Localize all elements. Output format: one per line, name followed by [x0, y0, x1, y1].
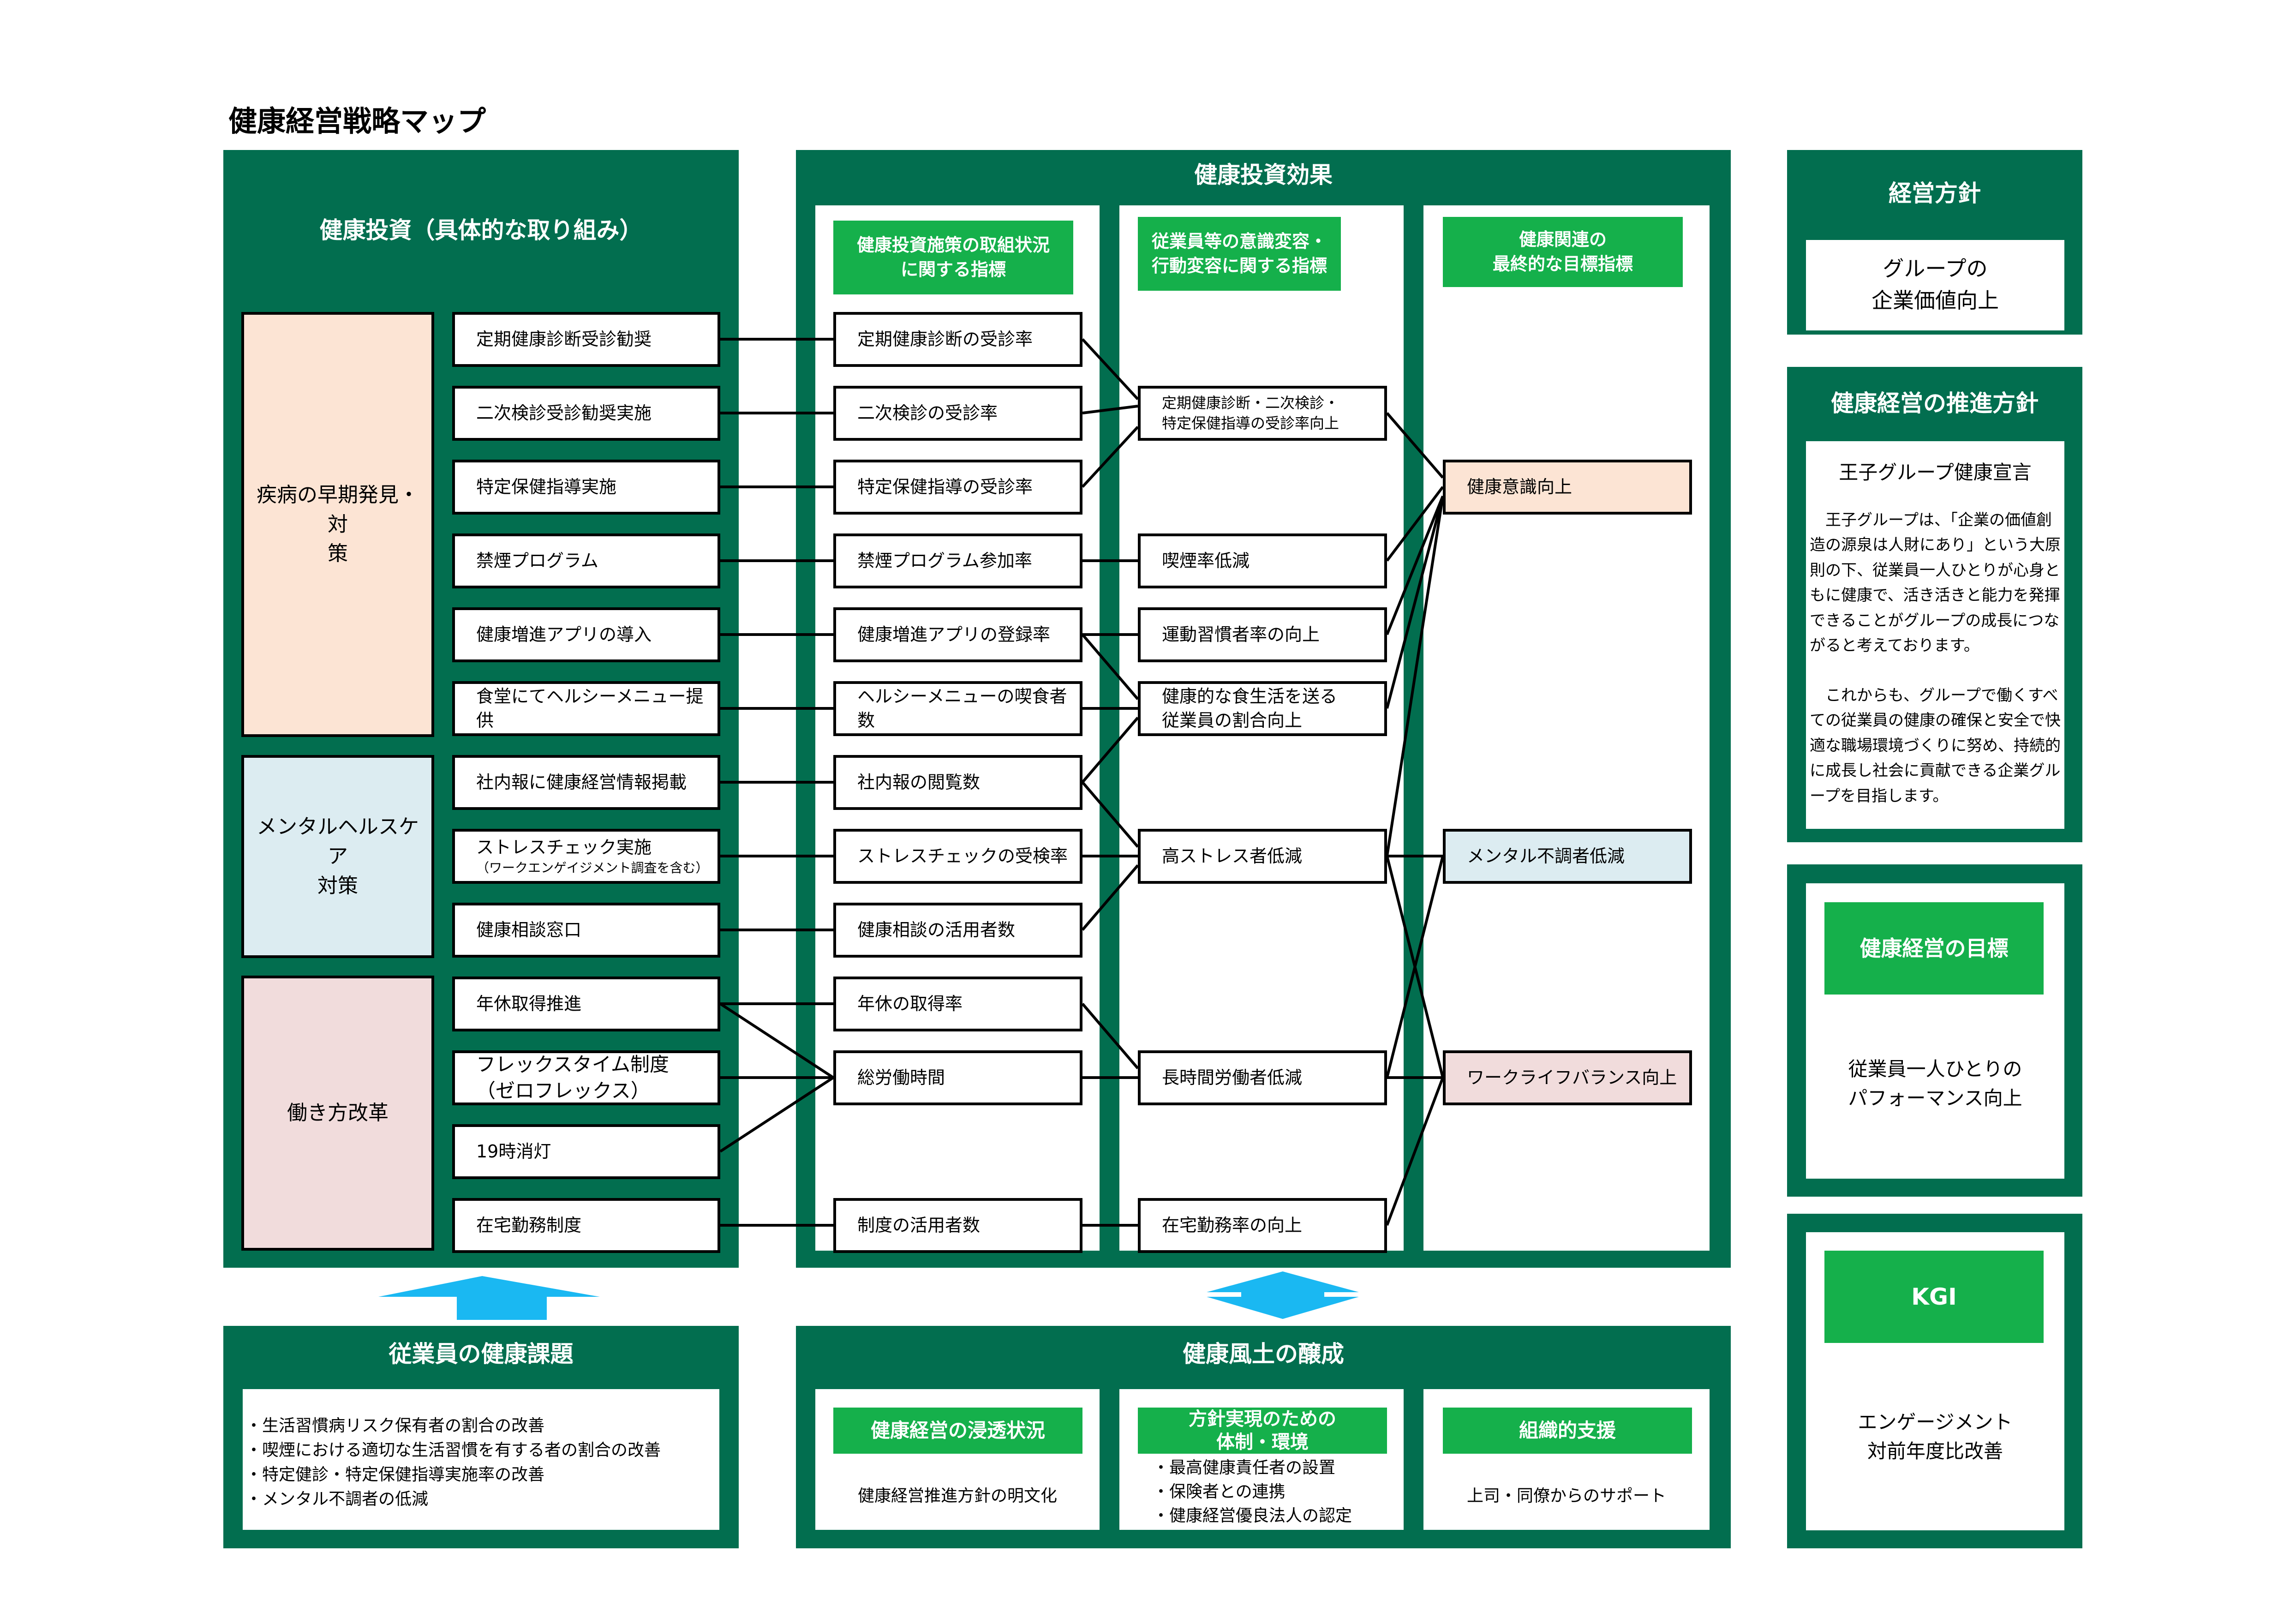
- indicator-item: 二次検診の受診率: [833, 386, 1082, 441]
- category-mental: メンタルヘルスケア 対策: [241, 755, 434, 958]
- item-sublabel: （ワークエンゲイジメント調査を含む）: [476, 860, 709, 876]
- indicator-item: 特定保健指導の受診率: [833, 460, 1082, 515]
- indicator-item: 年休の取得率: [833, 977, 1082, 1031]
- behavior-item: 喫煙率低減: [1138, 533, 1387, 588]
- goal-item: メンタル不調者低減: [1443, 829, 1692, 884]
- indicator-item: 社内報の閲覧数: [833, 755, 1082, 810]
- up-arrow-shape: [378, 1276, 600, 1320]
- effects-header: 健康投資効果: [1194, 162, 1333, 189]
- kgi-text: エンゲージメント 対前年度比改善: [1858, 1411, 2013, 1462]
- declaration-paragraph: 王子グループは、「企業の価値創造の源泉は人財にあり」という大原則の下、従業員一人…: [1810, 511, 2061, 655]
- behavior-item: 定期健康診断・二次検診・ 特定保健指導の受診率向上: [1138, 386, 1387, 441]
- culture-col-title: 健康経営の浸透状況: [833, 1408, 1082, 1454]
- indicator-item: 定期健康診断の受診率: [833, 312, 1082, 367]
- declaration-title: 王子グループ健康宣言: [1839, 461, 2032, 484]
- indicator-item: 総労働時間: [833, 1050, 1082, 1105]
- goal-item: 健康意識向上: [1443, 460, 1692, 515]
- promotion-header: 健康経営の推進方針: [1831, 390, 2039, 417]
- indicator-item: ストレスチェックの受検率: [833, 829, 1082, 884]
- behavior-item: 高ストレス者低減: [1138, 829, 1387, 884]
- indicator-item: 健康増進アプリの登録率: [833, 607, 1082, 662]
- double-arrow-shape: [1207, 1271, 1359, 1319]
- investment-item: 健康増進アプリの導入: [452, 607, 720, 662]
- policy-text: グループの 企業価値向上: [1871, 256, 1999, 313]
- goal-header: 健康経営の目標: [1824, 902, 2044, 995]
- goal-item: ワークライフバランス向上: [1443, 1050, 1692, 1105]
- investment-item: 定期健康診断受診勧奨: [452, 312, 720, 367]
- culture-col-text: 上司・同僚からのサポート: [1466, 1486, 1666, 1505]
- culture-col-title: 方針実現のための 体制・環境: [1138, 1408, 1387, 1454]
- indicator-item: ヘルシーメニューの喫食者数: [833, 681, 1082, 736]
- investment-item: 禁煙プログラム: [452, 533, 720, 588]
- policy-header: 経営方針: [1889, 180, 1981, 207]
- goal-text: 従業員一人ひとりの パフォーマンス向上: [1848, 1058, 2022, 1109]
- investment-header: 健康投資（具体的な取り組み）: [319, 217, 643, 244]
- issues-box: [243, 1389, 719, 1530]
- indicator-item: 禁煙プログラム参加率: [833, 533, 1082, 588]
- behavior-item: 在宅勤務率の向上: [1138, 1198, 1387, 1253]
- investment-item: 19時消灯: [452, 1124, 720, 1179]
- declaration-box: [1806, 441, 2064, 829]
- goal-column-header: 健康関連の 最終的な目標指標: [1443, 217, 1683, 287]
- behavior-column-header: 従業員等の意識変容・ 行動変容に関する指標: [1138, 217, 1341, 291]
- category-disease: 疾病の早期発見・対 策: [241, 312, 434, 737]
- issue-item: ・特定健診・特定保健指導実施率の改善: [245, 1465, 545, 1484]
- declaration-paragraph: これからも、グループで働くすべての従業員の健康の確保と安全で快適な職場環境づくり…: [1810, 686, 2061, 805]
- issues-header: 従業員の健康課題: [389, 1341, 574, 1368]
- behavior-item: 運動習慣者率の向上: [1138, 607, 1387, 662]
- culture-col-text: ・最高健康責任者の設置 ・保険者との連携 ・健康経営優良法人の認定: [1153, 1458, 1352, 1526]
- category-workstyle: 働き方改革: [241, 976, 434, 1251]
- investment-item: 健康相談窓口: [452, 903, 720, 958]
- indicator-item: 制度の活用者数: [833, 1198, 1082, 1253]
- indicator-column-header: 健康投資施策の取組状況 に関する指標: [833, 221, 1073, 294]
- kgi-header: KGI: [1824, 1251, 2044, 1343]
- issue-item: ・喫煙における適切な生活習慣を有する者の割合の改善: [245, 1441, 661, 1460]
- investment-item: 社内報に健康経営情報掲載: [452, 755, 720, 810]
- indicator-item: 健康相談の活用者数: [833, 903, 1082, 958]
- issue-item: ・メンタル不調者の低減: [245, 1490, 429, 1509]
- up-arrow: [378, 1268, 600, 1324]
- behavior-item: 長時間労働者低減: [1138, 1050, 1387, 1105]
- investment-item: 在宅勤務制度: [452, 1198, 720, 1253]
- culture-col-text: 健康経営推進方針の明文化: [857, 1486, 1057, 1505]
- item-label: ストレスチェック実施: [476, 837, 652, 857]
- investment-item: 食堂にてヘルシーメニュー提供: [452, 681, 720, 736]
- issue-item: ・生活習慣病リスク保有者の割合の改善: [245, 1416, 545, 1435]
- investment-item: 年休取得推進: [452, 977, 720, 1031]
- investment-item: ストレスチェック実施 （ワークエンゲイジメント調査を含む）: [452, 829, 720, 884]
- behavior-item: 健康的な食生活を送る 従業員の割合向上: [1138, 681, 1387, 736]
- policy-box: [1806, 240, 2064, 330]
- investment-item: フレックスタイム制度 （ゼロフレックス）: [452, 1050, 720, 1105]
- culture-col-title: 組織的支援: [1443, 1408, 1692, 1454]
- page-title: 健康経営戦略マップ: [228, 104, 486, 138]
- investment-item: 特定保健指導実施: [452, 460, 720, 515]
- investment-item: 二次検診受診勧奨実施: [452, 386, 720, 441]
- culture-header: 健康風土の醸成: [1183, 1341, 1344, 1368]
